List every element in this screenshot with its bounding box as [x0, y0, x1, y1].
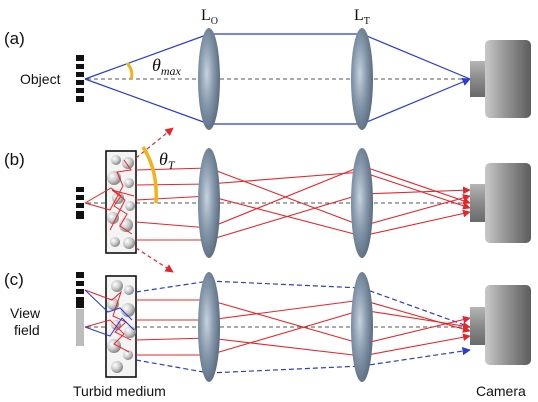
turbid-medium-b	[84, 150, 137, 254]
theta-max-label: θmax	[152, 55, 182, 78]
turbid-medium-label: Turbid medium	[73, 383, 166, 399]
theta-t-arc	[141, 146, 158, 204]
objective-lens	[198, 272, 220, 382]
objective-lens	[198, 28, 220, 130]
panel-a: Object θmax	[20, 28, 531, 130]
panel-b: θT	[76, 127, 531, 273]
panel-label-b: (b)	[4, 150, 25, 169]
objective-lens	[198, 148, 220, 258]
panel-label-c: (c)	[4, 270, 24, 289]
object-label: Object	[20, 71, 61, 87]
red-rays-c	[135, 299, 471, 357]
turbid-medium-c	[84, 275, 137, 378]
theta-max-arc	[125, 62, 134, 80]
camera-c	[470, 285, 531, 365]
camera-a	[470, 40, 531, 118]
object-target	[76, 187, 84, 219]
lens-label-objective: LO	[201, 7, 218, 27]
tube-lens	[351, 148, 373, 258]
tube-lens	[351, 272, 373, 382]
tube-lens	[351, 28, 373, 130]
scattered-ray-up	[135, 127, 174, 159]
scattered-ray-down	[135, 247, 174, 273]
red-rays-b	[135, 165, 471, 241]
camera-label: Camera	[476, 383, 526, 399]
theta-t-label: θT	[159, 149, 176, 172]
panel-label-a: (a)	[4, 29, 25, 48]
view-field-bar	[76, 309, 84, 346]
object-target	[76, 272, 84, 308]
blue-rays-a	[84, 33, 471, 125]
object-target	[76, 55, 84, 102]
blue-rays-c	[135, 280, 471, 374]
lens-label-tube: LT	[354, 7, 370, 27]
camera-b	[470, 163, 531, 243]
